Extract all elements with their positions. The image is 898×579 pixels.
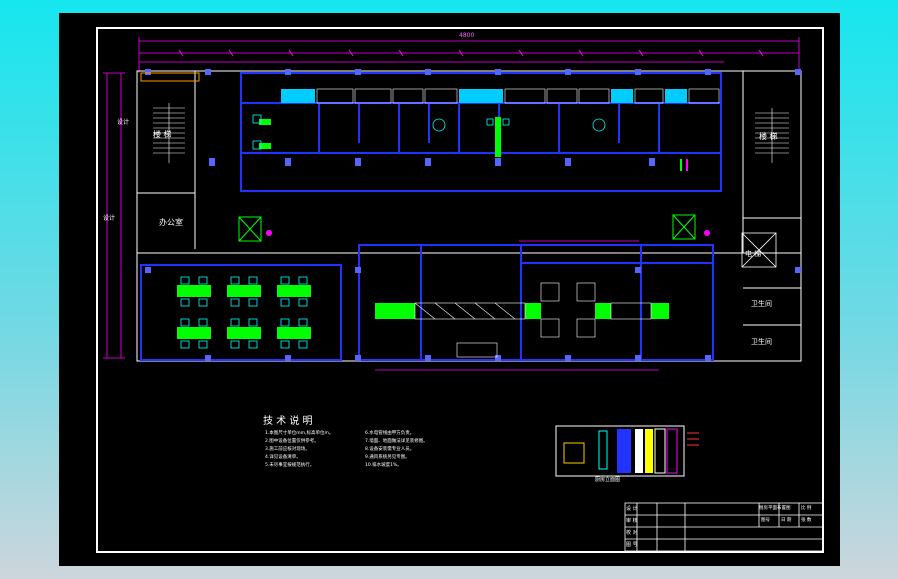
green-equipment <box>177 117 669 339</box>
notes-left-list: 1.本图尺寸单位mm,标高单位m。 2.图中设备位置仅供参考。 3.施工前应核对… <box>265 430 375 470</box>
title-block-row: 图 号 <box>626 542 638 548</box>
scale-label: 比 例 <box>801 506 812 511</box>
dimension-ticks <box>178 49 764 57</box>
restroom-1-label: 卫生间 <box>751 300 772 308</box>
stair-left <box>153 103 185 163</box>
fixtures <box>180 114 606 349</box>
stair-right <box>755 108 789 163</box>
elevator-shaft <box>741 232 777 268</box>
title-block-row: 设 计 <box>626 506 638 512</box>
kitchen-line-top <box>140 72 720 104</box>
note-line: 1.本图尺寸单位mm,标高单位m。 <box>265 431 334 436</box>
title-block-row: 审 核 <box>626 518 638 524</box>
sheet-label: 张 数 <box>801 518 812 523</box>
note-line: 7.墙面、地面做法详见装修图。 <box>365 439 428 444</box>
note-line: 4.详见设备清单。 <box>265 455 301 460</box>
overall-dimension: 4800 <box>459 32 475 39</box>
note-line: 9.通风系统另见专图。 <box>365 455 410 460</box>
left-dim-label: 设计 <box>103 215 116 222</box>
note-line: 8.设备安装需专业人员。 <box>365 447 415 452</box>
note-line: 2.图中设备位置仅供参考。 <box>265 439 319 444</box>
drawing-name: 厨房平面布置图 <box>759 506 791 511</box>
title-block-row: 校 对 <box>626 530 638 536</box>
note-line: 3.施工前应核对现场。 <box>265 447 310 452</box>
office-label: 办公室 <box>159 218 183 227</box>
structural-columns <box>145 69 801 361</box>
corridor-units <box>414 282 652 358</box>
note-line: 5.未尽事宜按规范执行。 <box>265 463 315 468</box>
restroom-2-label: 卫生间 <box>751 338 772 346</box>
notes-title: 技 术 说 明 <box>263 416 313 427</box>
note-line: 6.水电管线由甲方负责。 <box>365 431 415 436</box>
notes-right-list: 6.水电管线由甲方负责。 7.墙面、地面做法详见装修图。 8.设备安装需专业人员… <box>365 430 475 470</box>
note-line: 10.排水坡度1%。 <box>365 463 402 468</box>
dimension-lines <box>103 37 800 371</box>
stair-left-label: 楼 梯 <box>153 130 172 139</box>
drawing-frame <box>96 27 824 553</box>
date-label: 日 期 <box>781 518 792 523</box>
stair-right-label: 楼 梯 <box>759 132 778 141</box>
floor-plan-drawing <box>103 37 824 552</box>
kitchen-elevation <box>555 425 699 477</box>
flow-arrows <box>266 159 710 236</box>
elevation-caption: 厨房立面图 <box>595 477 621 483</box>
building-outline <box>136 70 802 362</box>
cad-viewport[interactable]: 4800 楼 梯 办公室 楼 梯 电 梯 卫生间 卫生间 设计 设计 技 术 说… <box>59 13 840 566</box>
elevator-label: 电 梯 <box>745 250 762 258</box>
interior-walls <box>140 72 722 361</box>
left-dim-label-2: 设计 <box>117 119 130 126</box>
title-block-grid <box>624 502 824 552</box>
side-units <box>238 214 696 242</box>
code-cell: 图号 <box>761 518 770 523</box>
